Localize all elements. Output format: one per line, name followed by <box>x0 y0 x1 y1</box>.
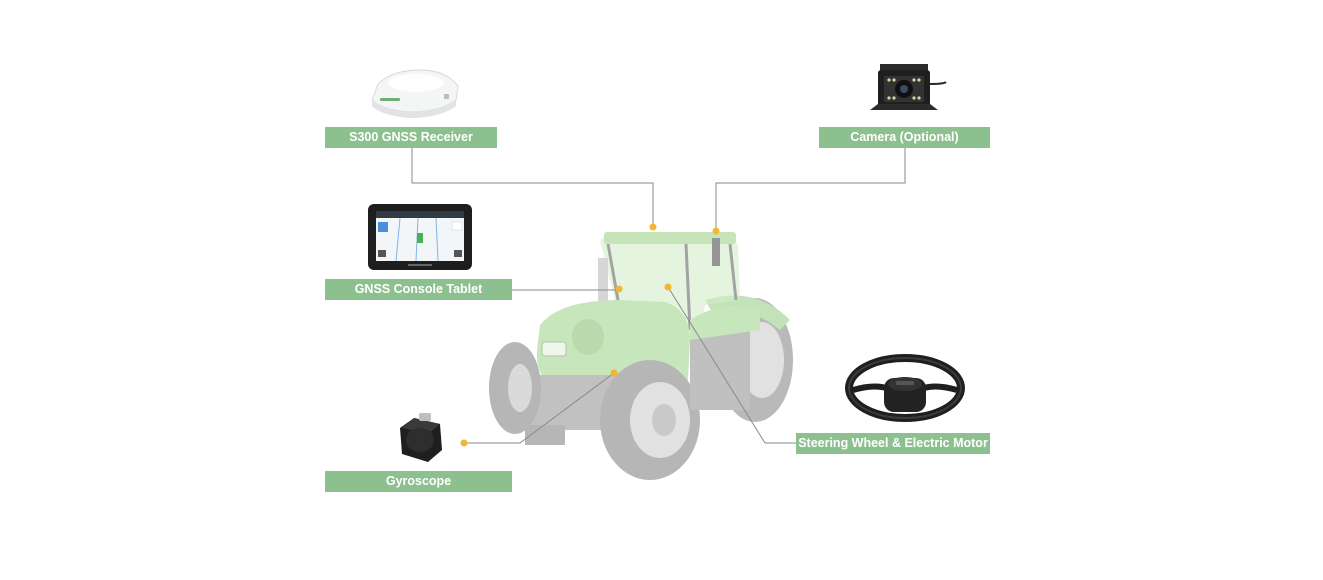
label-camera: Camera (Optional) <box>819 127 990 148</box>
marker-steering <box>664 283 672 291</box>
steering-wheel-icon <box>845 354 965 422</box>
connector-receiver <box>411 148 654 225</box>
tablet-icon <box>368 204 472 270</box>
connector-gyro-diag <box>519 372 615 444</box>
gyroscope-icon <box>400 413 442 462</box>
marker-gyro <box>460 439 468 447</box>
marker-receiver <box>649 223 657 231</box>
marker-gyro-tractor <box>610 369 618 377</box>
label-receiver: S300 GNSS Receiver <box>325 127 497 148</box>
camera-icon <box>870 64 947 110</box>
label-tablet: GNSS Console Tablet <box>325 279 512 300</box>
connector-steering-diag <box>667 286 766 444</box>
marker-dots <box>460 223 720 447</box>
connector-lines <box>411 148 906 444</box>
connector-camera <box>715 148 906 230</box>
marker-camera <box>712 227 720 235</box>
label-steering: Steering Wheel & Electric Motor <box>796 433 990 454</box>
tractor-illustration <box>489 232 793 480</box>
label-gyroscope: Gyroscope <box>325 471 512 492</box>
gnss-receiver-icon <box>371 69 459 118</box>
marker-tablet <box>615 285 623 293</box>
